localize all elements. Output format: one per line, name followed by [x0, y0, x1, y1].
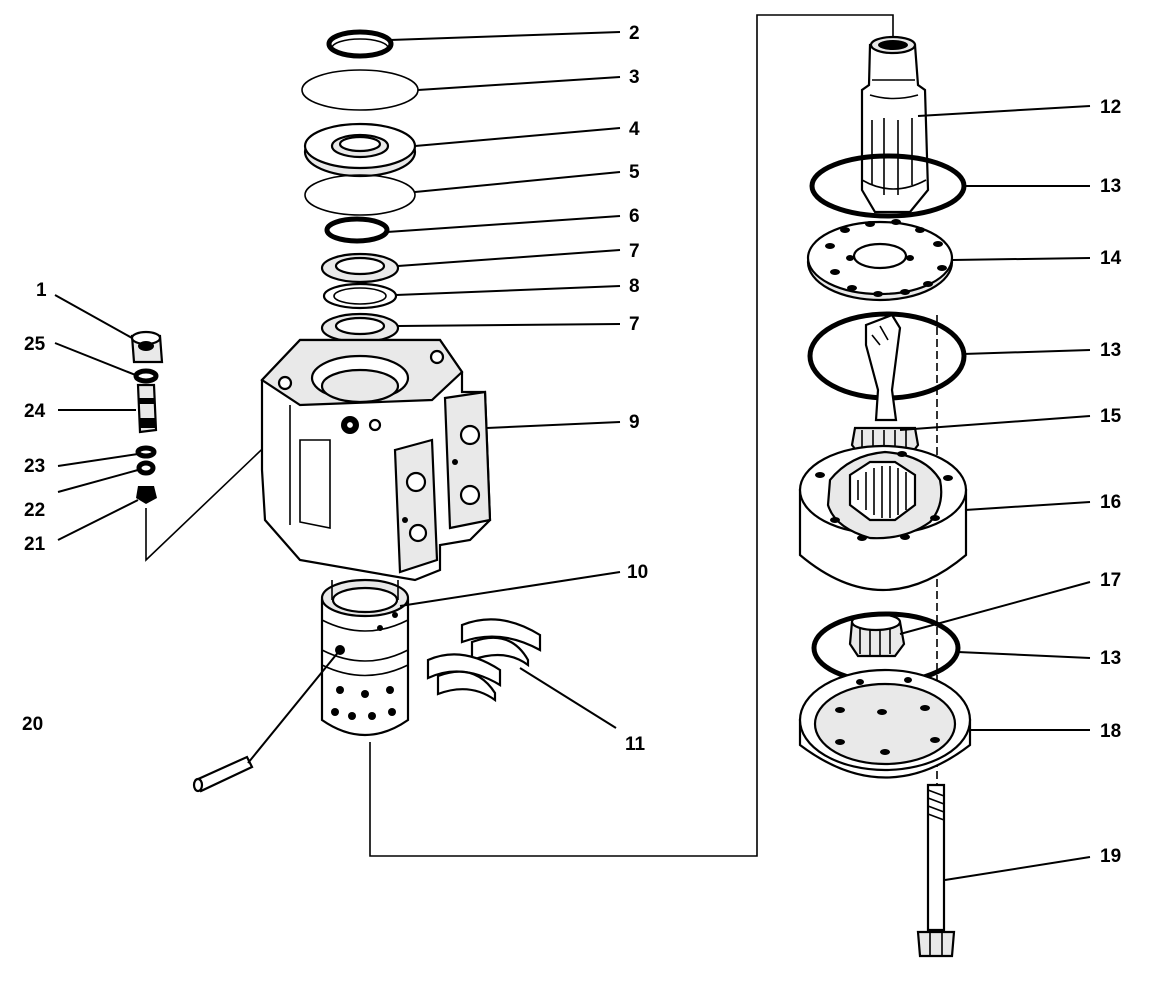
part-12-drive-shaft [860, 35, 930, 214]
assembly-connector-line [369, 14, 894, 857]
part-16-gerotor [798, 444, 968, 591]
callout-15: 15 [1100, 406, 1122, 427]
callout-labels: 2 3 4 5 6 7 8 7 9 10 11 20 1 25 24 23 22… [22, 23, 1122, 867]
callout-2: 2 [629, 23, 640, 44]
callout-1: 1 [36, 280, 47, 301]
part-25-oring [133, 368, 159, 384]
callout-8: 8 [629, 276, 640, 297]
part-7-washer-bottom [320, 312, 400, 344]
part-5-oring [304, 174, 416, 216]
callout-14: 14 [1100, 248, 1122, 269]
part-7-washer-top [320, 252, 400, 284]
callout-13a: 13 [1100, 176, 1121, 197]
part-23-washer [135, 445, 157, 459]
callout-16: 16 [1100, 492, 1121, 513]
callout-11: 11 [625, 734, 646, 755]
part-15-drive [850, 313, 920, 460]
part-1-cap [130, 330, 164, 364]
part-3-oring [301, 69, 419, 111]
part-17-spline [848, 612, 906, 658]
part-8-bearing [322, 282, 398, 310]
callout-9: 9 [629, 412, 640, 433]
callout-7a: 7 [629, 241, 640, 262]
callout-13c: 13 [1100, 648, 1121, 669]
callout-6: 6 [629, 206, 640, 227]
callout-13b: 13 [1100, 340, 1121, 361]
part-11-springs [426, 618, 542, 703]
part-9-valve-housing [260, 338, 492, 582]
callout-17: 17 [1100, 570, 1121, 591]
part-20-pin [192, 755, 254, 793]
callout-21: 21 [24, 534, 46, 555]
callout-23: 23 [24, 456, 45, 477]
part-4-seal-plate [303, 122, 417, 178]
callout-19: 19 [1100, 846, 1121, 867]
callout-7b: 7 [629, 314, 640, 335]
leader-lines [54, 31, 1091, 881]
part-19-bolt [916, 783, 956, 958]
callout-18: 18 [1100, 721, 1121, 742]
part-2-ring [326, 29, 394, 59]
part-10-sleeve [320, 578, 410, 737]
callout-24: 24 [24, 401, 46, 422]
part-24-poppet [136, 383, 158, 434]
part-21-nut [136, 486, 157, 504]
part-18-end-cap [798, 668, 972, 779]
part-22-ring [136, 460, 156, 476]
callout-5: 5 [629, 162, 640, 183]
callout-25: 25 [24, 334, 46, 355]
part-14-wear-plate [806, 219, 954, 302]
callout-12: 12 [1100, 97, 1121, 118]
part-6-ring [324, 216, 390, 244]
callout-10: 10 [627, 562, 648, 583]
callout-4: 4 [629, 119, 640, 140]
callout-3: 3 [629, 67, 640, 88]
callout-22: 22 [24, 500, 45, 521]
callout-20: 20 [22, 714, 43, 735]
